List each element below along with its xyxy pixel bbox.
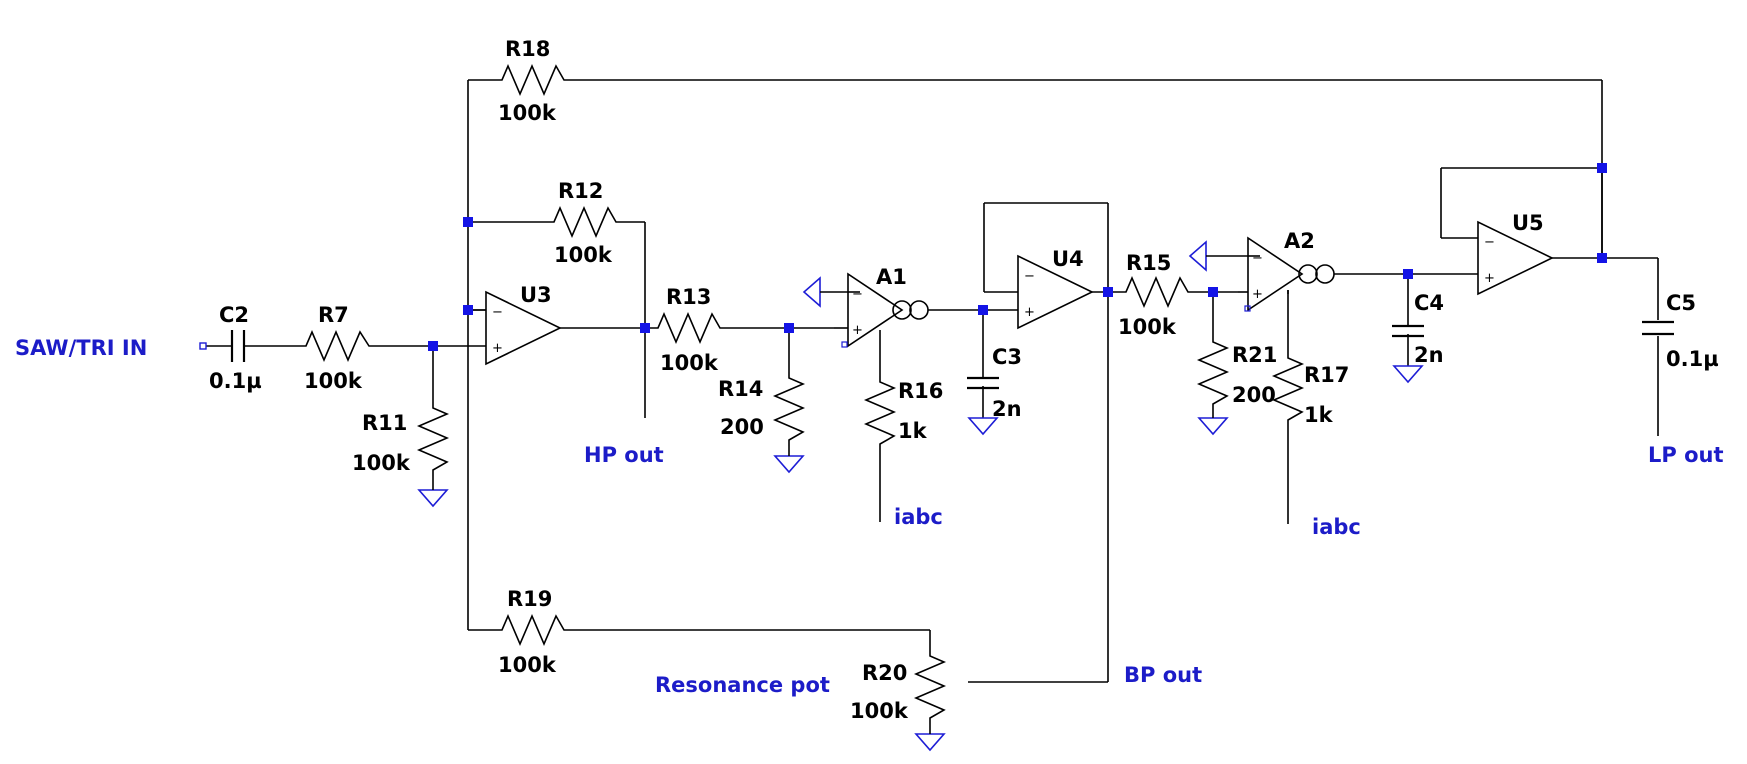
- grounds: [417, 240, 1424, 752]
- label-r14-ref: R14: [718, 377, 763, 401]
- capacitor-c5: [1642, 320, 1674, 336]
- resistor-r12: [548, 205, 622, 239]
- ground-icon: [773, 455, 805, 474]
- label-r15-ref: R15: [1126, 251, 1171, 275]
- label-r20-ref: R20: [862, 661, 907, 685]
- label-c3-value: 2n: [992, 397, 1022, 421]
- label-r18-ref: R18: [505, 37, 550, 61]
- svg-text:+: +: [1024, 305, 1035, 320]
- label-r16-value: 1k: [898, 419, 928, 443]
- ota-a2: − +: [1244, 236, 1335, 312]
- label-r17-ref: R17: [1304, 363, 1349, 387]
- label-r20-value: 100k: [850, 699, 909, 723]
- label-c5-ref: C5: [1666, 291, 1696, 315]
- label-r7-value: 100k: [304, 369, 363, 393]
- label-c3-ref: C3: [992, 345, 1022, 369]
- resistor-r14: [772, 372, 806, 446]
- resistor-r18: [496, 63, 570, 97]
- ground-icon: [802, 276, 821, 308]
- opamp-u5: − +: [1477, 220, 1554, 296]
- label-c4-value: 2n: [1414, 343, 1444, 367]
- junctions: [428, 163, 1607, 351]
- ground-icon: [417, 489, 449, 508]
- resistor-r15: [1120, 275, 1194, 309]
- label-r13-ref: R13: [666, 285, 711, 309]
- label-c5-value: 0.1µ: [1666, 347, 1719, 371]
- ground-icon: [967, 417, 999, 436]
- label-r16-ref: R16: [898, 379, 943, 403]
- svg-text:−: −: [852, 287, 863, 302]
- label-r21-ref: R21: [1232, 343, 1277, 367]
- component-labels: C2 0.1µ R7 100k R11 100k R18 100k R12 10…: [209, 37, 1719, 723]
- ground-icon: [1392, 365, 1424, 384]
- svg-text:+: +: [1484, 271, 1495, 286]
- resistor-r13: [652, 311, 726, 345]
- svg-text:−: −: [1484, 235, 1495, 250]
- net-labels: SAW/TRI IN HP out iabc iabc LP out Reson…: [15, 336, 1724, 697]
- label-r13-value: 100k: [660, 351, 719, 375]
- resistor-r7: [300, 329, 375, 363]
- resistor-r16: [863, 376, 897, 450]
- capacitor-c3: [967, 372, 999, 390]
- net-label-bp-out: BP out: [1124, 663, 1202, 687]
- ground-icon: [914, 733, 946, 752]
- label-r12-value: 100k: [554, 243, 613, 267]
- label-r11-ref: R11: [362, 411, 407, 435]
- capacitors: [230, 320, 1674, 390]
- label-r21-value: 200: [1232, 383, 1276, 407]
- label-a1-ref: A1: [876, 265, 907, 289]
- label-c2-value: 0.1µ: [209, 369, 262, 393]
- resistor-r11: [416, 402, 450, 476]
- label-r15-value: 100k: [1118, 315, 1177, 339]
- svg-text:+: +: [852, 323, 863, 338]
- resistor-r19: [496, 613, 570, 647]
- label-u5-ref: U5: [1512, 211, 1544, 235]
- svg-text:−: −: [492, 305, 503, 320]
- opamp-u4: − +: [1017, 254, 1094, 330]
- svg-text:+: +: [1252, 287, 1263, 302]
- resistors: [300, 63, 1305, 724]
- svg-text:−: −: [1252, 251, 1263, 266]
- resistor-r21: [1196, 336, 1230, 410]
- label-a2-ref: A2: [1284, 229, 1315, 253]
- label-r19-value: 100k: [498, 653, 557, 677]
- svg-text:+: +: [492, 341, 503, 356]
- opamps: − + − + − + − + − +: [468, 220, 1554, 366]
- label-r7-ref: R7: [318, 303, 349, 327]
- svg-text:−: −: [1024, 269, 1035, 284]
- capacitor-c4: [1392, 320, 1424, 338]
- label-c2-ref: C2: [219, 303, 249, 327]
- ground-icon: [1197, 417, 1229, 436]
- label-r17-value: 1k: [1304, 403, 1334, 427]
- label-r12-ref: R12: [558, 179, 603, 203]
- label-r18-value: 100k: [498, 101, 557, 125]
- net-label-hp-out: HP out: [584, 443, 664, 467]
- net-label-iabc-2: iabc: [1312, 515, 1361, 539]
- ground-icon: [1188, 240, 1207, 272]
- label-c4-ref: C4: [1414, 291, 1444, 315]
- input-terminal: [199, 342, 207, 350]
- resistor-r17: [1271, 352, 1305, 426]
- ota-a1: − +: [841, 272, 929, 348]
- label-u4-ref: U4: [1052, 247, 1084, 271]
- label-r11-value: 100k: [352, 451, 411, 475]
- net-label-iabc-1: iabc: [894, 505, 943, 529]
- label-r14-value: 200: [720, 415, 764, 439]
- resistor-r20: [913, 650, 947, 724]
- label-r19-ref: R19: [507, 587, 552, 611]
- label-u3-ref: U3: [520, 283, 552, 307]
- wires: [206, 79, 1659, 683]
- net-label-lp-out: LP out: [1648, 443, 1724, 467]
- net-label-resonance: Resonance pot: [655, 673, 830, 697]
- capacitor-c2: [230, 330, 246, 362]
- net-label-input: SAW/TRI IN: [15, 336, 147, 360]
